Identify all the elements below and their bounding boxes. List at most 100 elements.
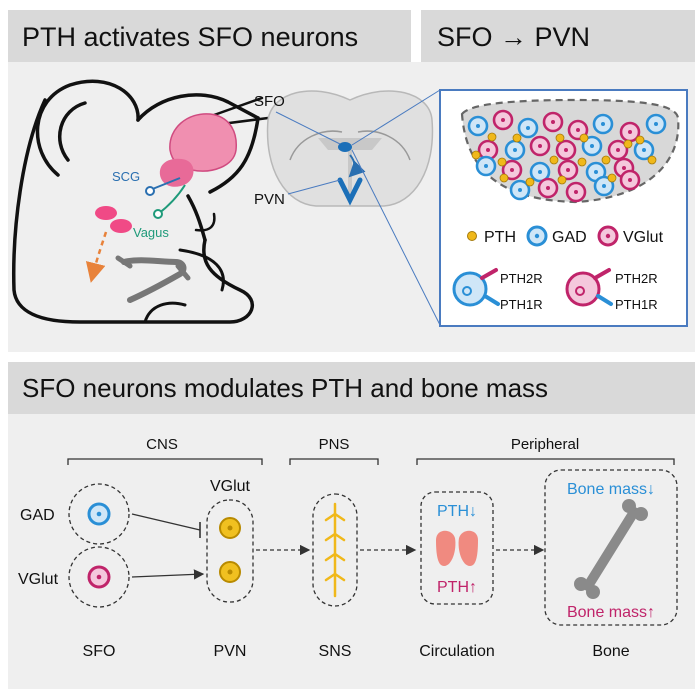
neuron-nucleus [590, 144, 594, 148]
mouse-parathyroid-icon [95, 206, 117, 220]
pvn-container [206, 499, 254, 603]
neuron-nucleus [602, 184, 606, 188]
pth-particle-icon [635, 135, 645, 145]
circulation-container [420, 491, 494, 605]
pathway-gad-label: GAD [20, 507, 55, 524]
gad-inhibition-line [131, 513, 201, 531]
pvn-region [337, 177, 363, 206]
pth-particle-icon [579, 133, 589, 143]
neuron-nucleus [526, 126, 530, 130]
pvn-vglut-label: VGlut [210, 478, 251, 495]
vglut-pth1r-label: PTH1R [615, 297, 658, 312]
section-brackets [67, 458, 675, 465]
header-panel2-bg [421, 10, 695, 62]
neuron-nucleus [566, 168, 570, 172]
gad-receptor-icon [452, 268, 500, 307]
neuron-nucleus [476, 124, 480, 128]
label-sfo: SFO [83, 643, 116, 660]
pth-particle-icon [555, 133, 565, 143]
pth-particle-icon [577, 157, 587, 167]
label-pvn: PVN [214, 643, 247, 660]
legend-vglut-label: VGlut [623, 229, 664, 246]
vagus-ganglion-icon [153, 209, 163, 219]
mouse-parathyroid-icon [110, 219, 132, 233]
sfo-gad-container [68, 483, 130, 545]
mouse-illustration [12, 79, 270, 324]
header-panel1: PTH activates SFO neurons [22, 22, 358, 52]
pathway-vglut-label: VGlut [18, 571, 59, 588]
bone-icon [574, 499, 648, 599]
pth-particle-icon [607, 173, 617, 183]
vglut-activation-arrow [131, 569, 205, 580]
pth-up-label: PTH↑ [437, 579, 477, 596]
neuron-nucleus [628, 130, 632, 134]
sfo-vglut-nucleus [96, 574, 102, 580]
corpus-callosum [289, 130, 411, 161]
pth-particle-icon [471, 150, 481, 160]
neuron-nucleus [513, 148, 517, 152]
neuron-nucleus [642, 148, 646, 152]
sfo-region [338, 142, 352, 152]
gad-pth1r-label: PTH1R [500, 297, 543, 312]
bone-mass-up-label: Bone mass↑ [567, 604, 655, 621]
cns-label: CNS [146, 436, 178, 453]
vagus-label: Vagus [133, 225, 169, 240]
pth-particle-icon [499, 173, 509, 183]
bone-mass-down-label: Bone mass↓ [567, 481, 655, 498]
neuron-nucleus [594, 170, 598, 174]
pth-release-arrow [85, 231, 108, 283]
neuron-nucleus [654, 122, 658, 126]
pth-particle-icon [557, 175, 567, 185]
label-bone: Bone [592, 643, 629, 660]
header-panel1-bg [8, 10, 411, 62]
neuron-nucleus [501, 118, 505, 122]
header-panel3: SFO neurons modulates PTH and bone mass [22, 373, 548, 403]
pth-particle-icon [512, 133, 522, 143]
sfo-vglut-container [68, 546, 130, 608]
header-panel2: SFO → PVN [437, 22, 590, 52]
neuron-nucleus [574, 190, 578, 194]
parathyroid-left-icon [436, 530, 456, 566]
sns-nerve-icon [324, 502, 346, 598]
neuron-nucleus [518, 188, 522, 192]
peripheral-label: Peripheral [511, 436, 579, 453]
neuron-nucleus [601, 122, 605, 126]
legend-vglut-nucleus [605, 233, 611, 239]
sfo-to-pvn-arrow [348, 154, 366, 178]
mouse-bone-ends [115, 255, 191, 281]
pns-label: PNS [319, 436, 350, 453]
pth-particle-icon [549, 155, 559, 165]
pvn-neuron-nucleus [227, 569, 233, 575]
neuron-nucleus [616, 148, 620, 152]
scg-ganglion-icon [145, 186, 155, 196]
neuron-nucleus [510, 168, 514, 172]
brain-pvn-label: PVN [254, 191, 285, 208]
zoom-line-bottom [351, 149, 441, 326]
pth-particle-icon [525, 177, 535, 187]
pth-particle-icon [623, 139, 633, 149]
label-sns: SNS [319, 643, 352, 660]
neuron-nucleus [576, 128, 580, 132]
bottom-panel-bg [8, 414, 695, 689]
pvn-neuron-nucleus [227, 525, 233, 531]
neuron-nucleus [564, 148, 568, 152]
gad-pth2r-label: PTH2R [500, 271, 543, 286]
sns-container [312, 493, 358, 607]
bone-container [544, 469, 678, 626]
legend-gad-nucleus [534, 233, 540, 239]
legend-gad-label: GAD [552, 229, 587, 246]
zoom-line-top [351, 89, 441, 146]
label-circulation: Circulation [419, 643, 495, 660]
vglut-receptor-icon [565, 268, 613, 307]
mouse-bone-icon [121, 257, 187, 303]
pth-particle-icon [497, 157, 507, 167]
vglut-pth2r-label: PTH2R [615, 271, 658, 286]
pth-particle-icon [601, 155, 611, 165]
pth-down-label: PTH↓ [437, 503, 477, 520]
pvn-pointer [287, 179, 341, 195]
sfo-pointer [275, 111, 341, 145]
neuron-nucleus [628, 178, 632, 182]
brain-sfo-label: SFO [254, 93, 285, 110]
